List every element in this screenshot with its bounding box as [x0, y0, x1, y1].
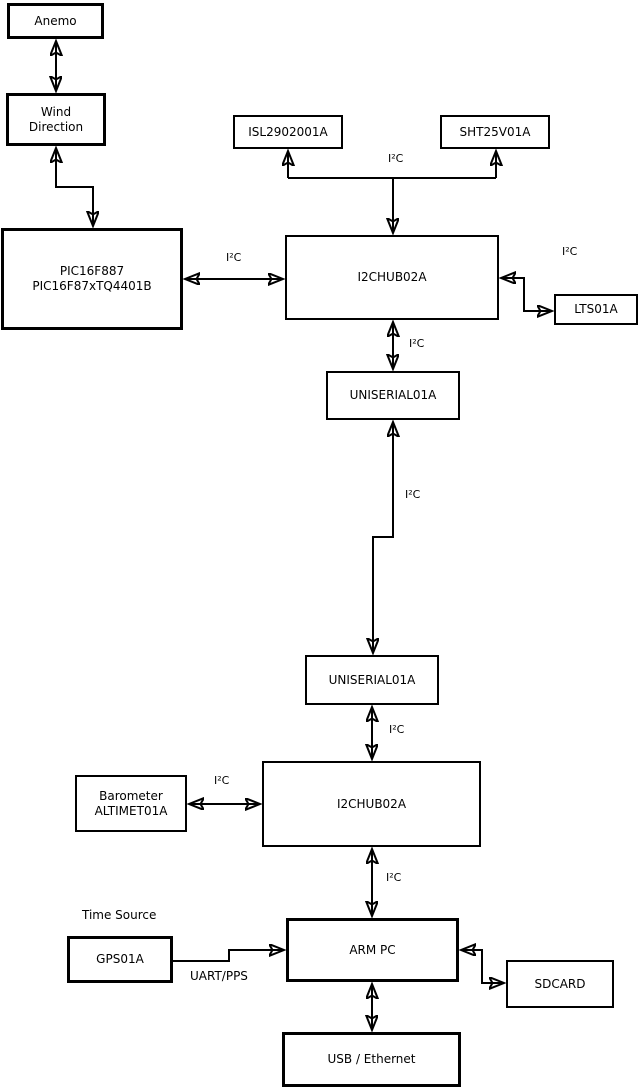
- node-usb-ethernet: USB / Ethernet: [282, 1032, 461, 1087]
- edge-uniserial1-uniserial2: [373, 422, 393, 653]
- label-i2c-sensor-branch: I²C: [388, 152, 404, 165]
- label-i2c-hub2-armpc: I²C: [386, 871, 402, 884]
- node-i2chub-top: I2CHUB02A: [285, 235, 499, 320]
- label-time-source: Time Source: [82, 908, 157, 922]
- edge-wind-pic: [56, 148, 93, 226]
- node-i2chub-bottom: I2CHUB02A: [262, 761, 481, 847]
- node-wind-direction: Wind Direction: [6, 93, 106, 146]
- edge-hub1-sensors-branch: [288, 151, 496, 233]
- node-wind-direction-line1: Wind: [40, 104, 72, 119]
- label-i2c-pic-hub1: I²C: [226, 251, 242, 264]
- label-i2c-barometer-hub2: I²C: [214, 774, 230, 787]
- node-anemo: Anemo: [7, 3, 104, 39]
- node-sht25v01a: SHT25V01A: [440, 115, 550, 149]
- edge-armpc-sdcard: [461, 950, 504, 983]
- label-uart-pps: UART/PPS: [190, 969, 248, 983]
- node-gps01a-label: GPS01A: [96, 952, 144, 966]
- node-barometer-line1: Barometer: [99, 788, 163, 803]
- node-usb-ethernet-label: USB / Ethernet: [327, 1052, 416, 1066]
- node-isl2902001a-label: ISL2902001A: [248, 124, 328, 139]
- edge-gps-armpc: [173, 950, 284, 962]
- label-i2c-uniserial2-hub2: I²C: [389, 723, 405, 736]
- node-barometer: Barometer ALTIMET01A: [75, 775, 187, 832]
- node-i2chub-top-label: I2CHUB02A: [357, 270, 427, 284]
- node-sht25v01a-label: SHT25V01A: [459, 124, 531, 139]
- node-gps01a: GPS01A: [67, 936, 173, 983]
- node-uniserial-top-label: UNISERIAL01A: [349, 388, 437, 402]
- edge-hub1-lts: [501, 278, 552, 311]
- node-anemo-label: Anemo: [34, 13, 77, 28]
- label-i2c-hub1-uniserial1: I²C: [409, 337, 425, 350]
- node-sdcard-label: SDCARD: [534, 976, 586, 991]
- node-pic: PIC16F887 PIC16F87xTQ4401B: [1, 228, 183, 330]
- node-barometer-line2: ALTIMET01A: [94, 803, 168, 818]
- node-i2chub-bottom-label: I2CHUB02A: [336, 796, 407, 811]
- node-arm-pc-label: ARM PC: [349, 942, 396, 957]
- node-lts01a-label: LTS01A: [574, 302, 618, 316]
- label-i2c-uniserial-link: I²C: [405, 488, 421, 501]
- node-uniserial-bottom: UNISERIAL01A: [305, 655, 439, 705]
- node-uniserial-top: UNISERIAL01A: [326, 371, 460, 420]
- node-pic-line1: PIC16F887: [59, 264, 125, 278]
- node-isl2902001a: ISL2902001A: [233, 115, 343, 149]
- node-lts01a: LTS01A: [554, 294, 638, 325]
- node-sdcard: SDCARD: [506, 960, 614, 1008]
- node-wind-direction-line2: Direction: [28, 119, 84, 134]
- label-i2c-hub1-lts: I²C: [562, 245, 578, 258]
- node-pic-line2: PIC16F87xTQ4401B: [32, 279, 152, 293]
- node-uniserial-bottom-label: UNISERIAL01A: [328, 672, 416, 687]
- node-arm-pc: ARM PC: [286, 918, 459, 982]
